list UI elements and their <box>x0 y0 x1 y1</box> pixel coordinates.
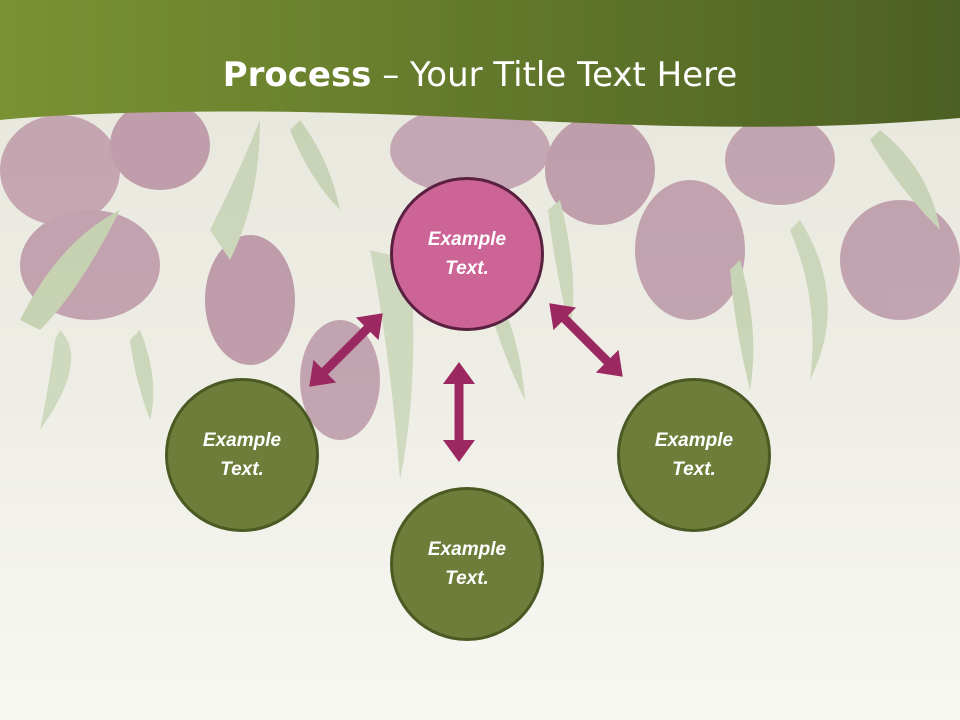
process-node-bottom: Example Text. <box>390 487 544 641</box>
node-label-right: Example Text. <box>654 430 734 480</box>
title-rest: – Your Title Text Here <box>371 55 738 95</box>
node-label-bottom: Example Text. <box>427 539 507 589</box>
title-bold: Process <box>222 55 372 95</box>
process-node-center: Example Text. <box>390 177 544 331</box>
slide-title: Process – Your Title Text Here <box>0 50 960 100</box>
process-node-left: Example Text. <box>165 378 319 532</box>
node-label-center: Example Text. <box>427 229 507 279</box>
process-node-right: Example Text. <box>617 378 771 532</box>
node-label-left: Example Text. <box>202 430 282 480</box>
